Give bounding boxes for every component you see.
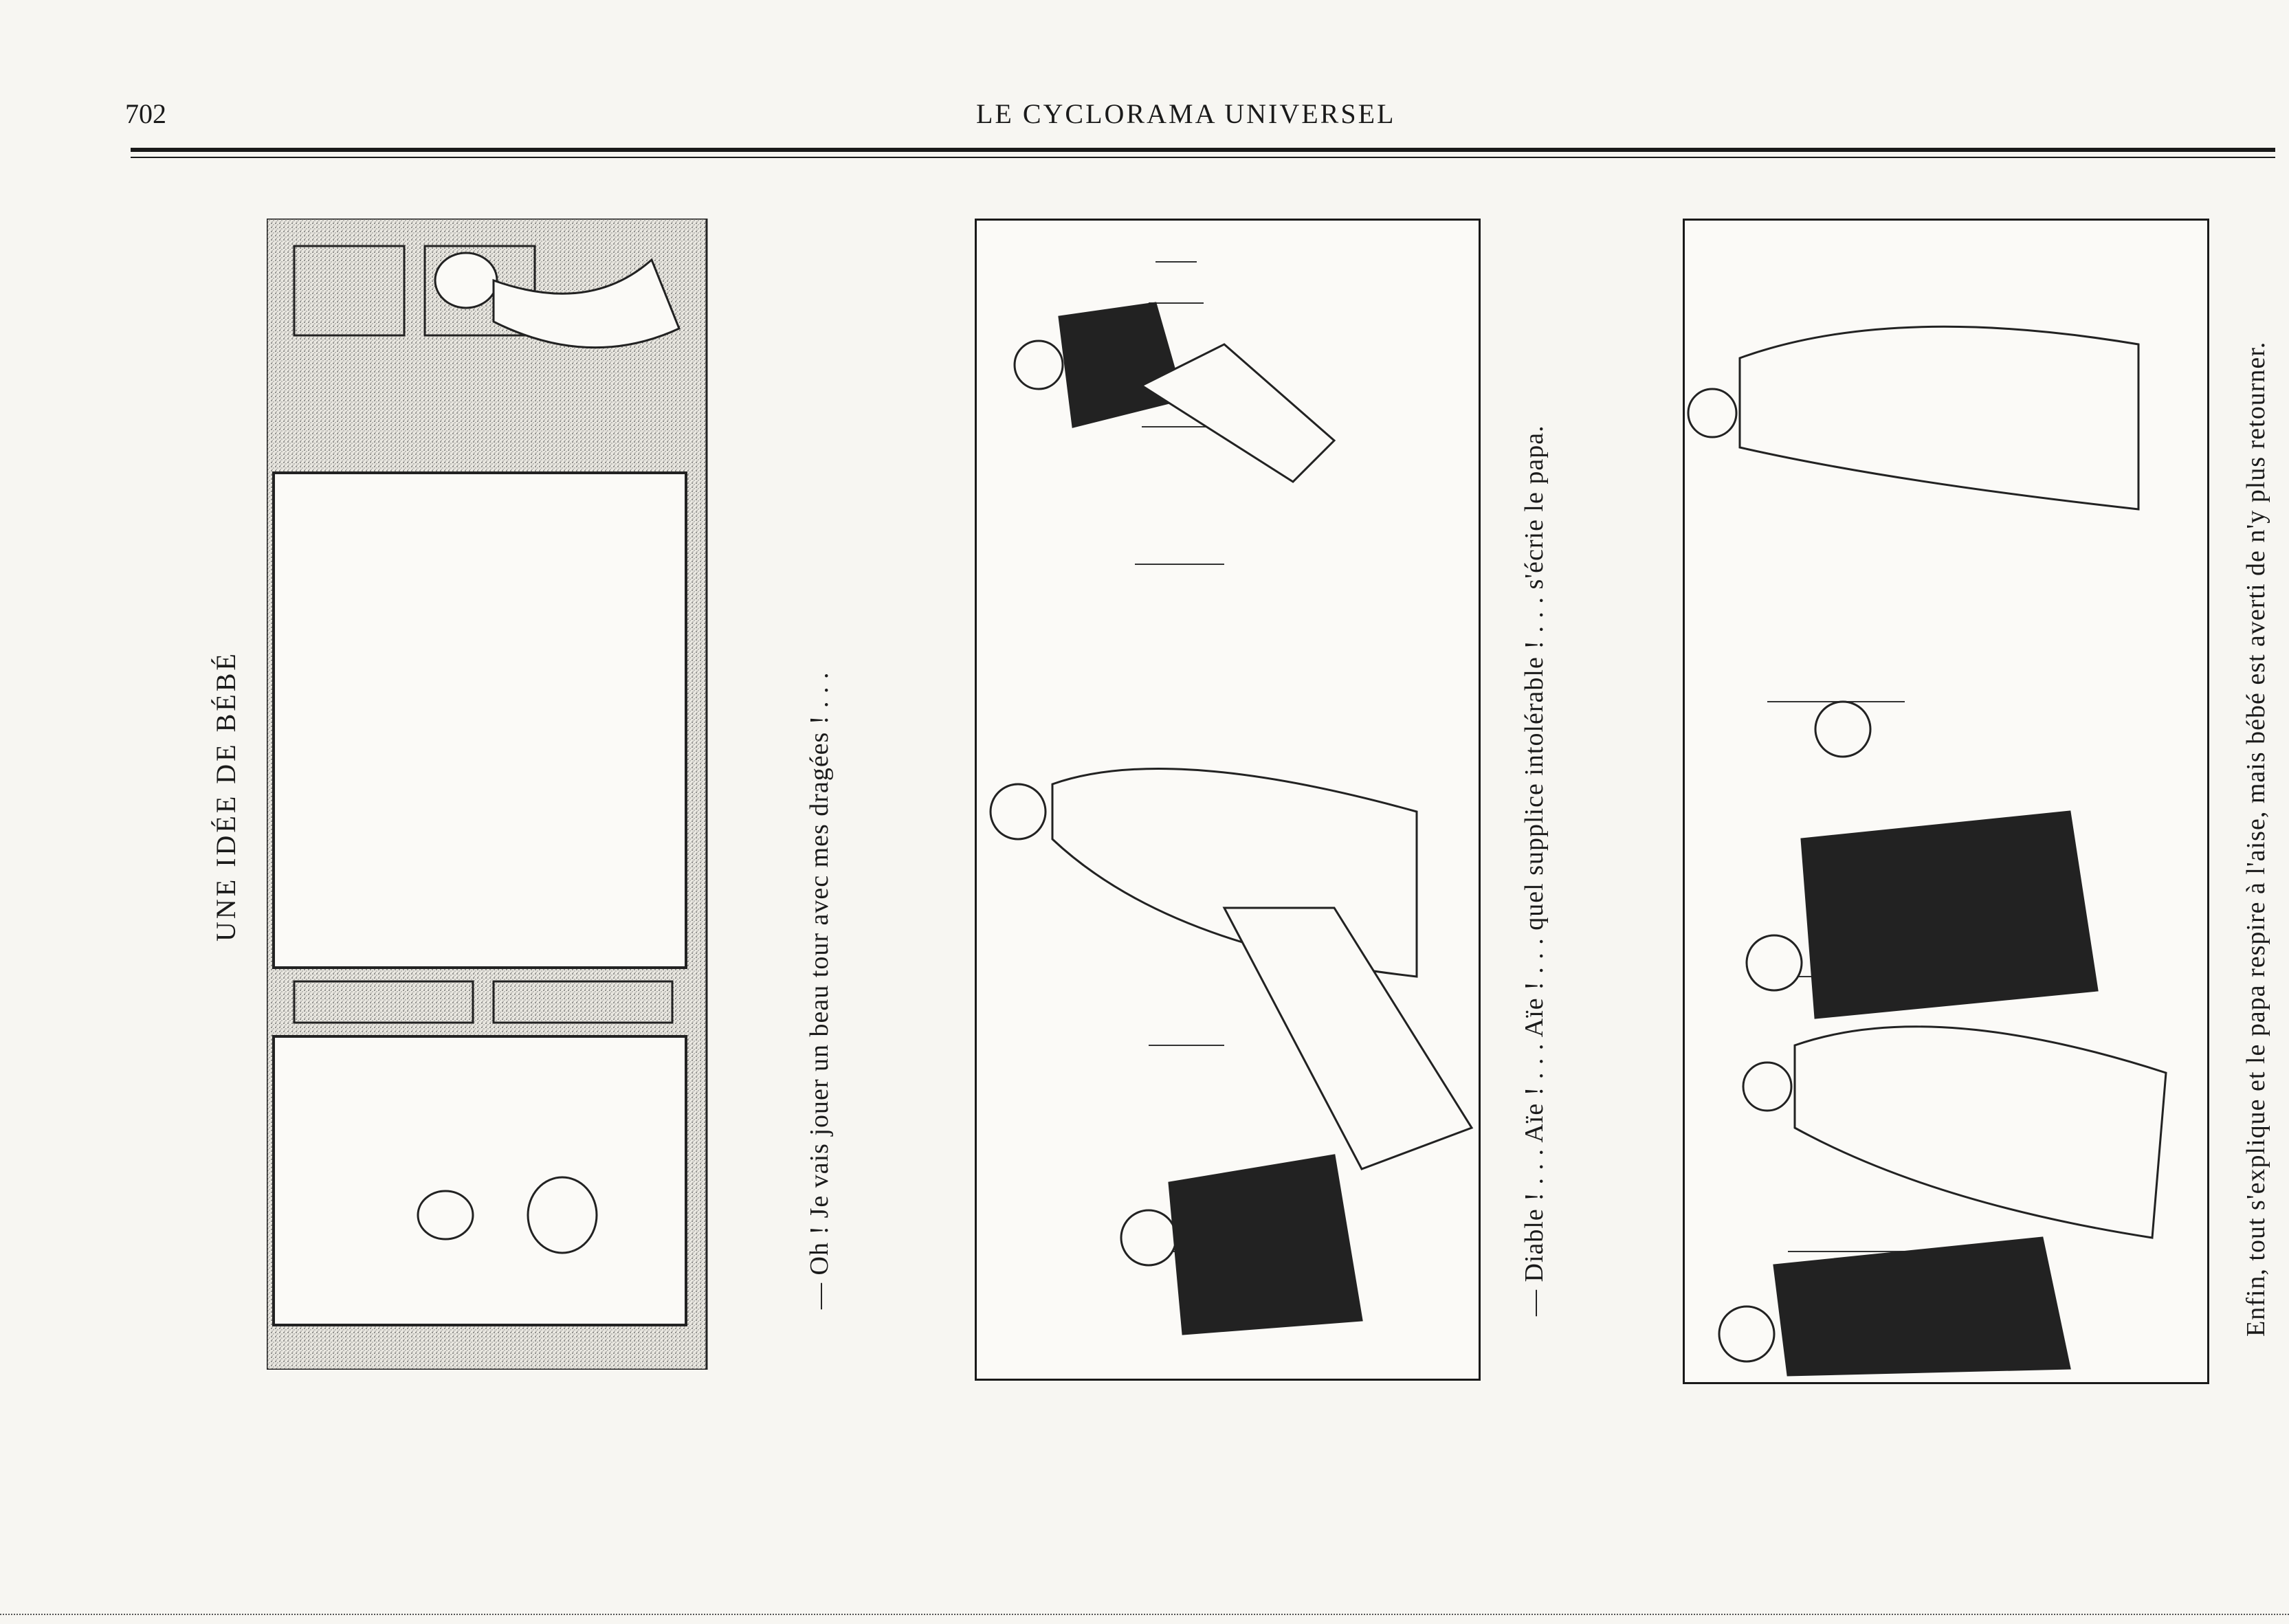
illustration-panel-3 <box>1683 219 2209 1384</box>
panel-1-drawing <box>267 219 708 1370</box>
illustration-panel-2 <box>975 219 1481 1381</box>
panel-2-drawing <box>989 261 1474 1335</box>
footer-rule <box>0 1614 2289 1615</box>
story-title: UNE IDÉE DE BÉBÉ <box>210 651 241 942</box>
running-title: LE CYCLORAMA UNIVERSEL <box>976 98 1396 129</box>
header-rule <box>131 148 2275 152</box>
panel-3-drawing <box>1687 325 2167 1377</box>
illustration-panel-1 <box>267 219 748 1370</box>
panel-2-caption: — Diable ! . . . Aïe ! . . . Aïe ! . . .… <box>1520 425 1549 1316</box>
header-rule-thin <box>131 157 2275 158</box>
page-number: 702 <box>125 98 166 129</box>
panel-3-caption: Enfin, tout s'explique et le papa respir… <box>2242 341 2270 1337</box>
panel-1-caption: — Oh ! Je vais jouer un beau tour avec m… <box>805 671 834 1310</box>
